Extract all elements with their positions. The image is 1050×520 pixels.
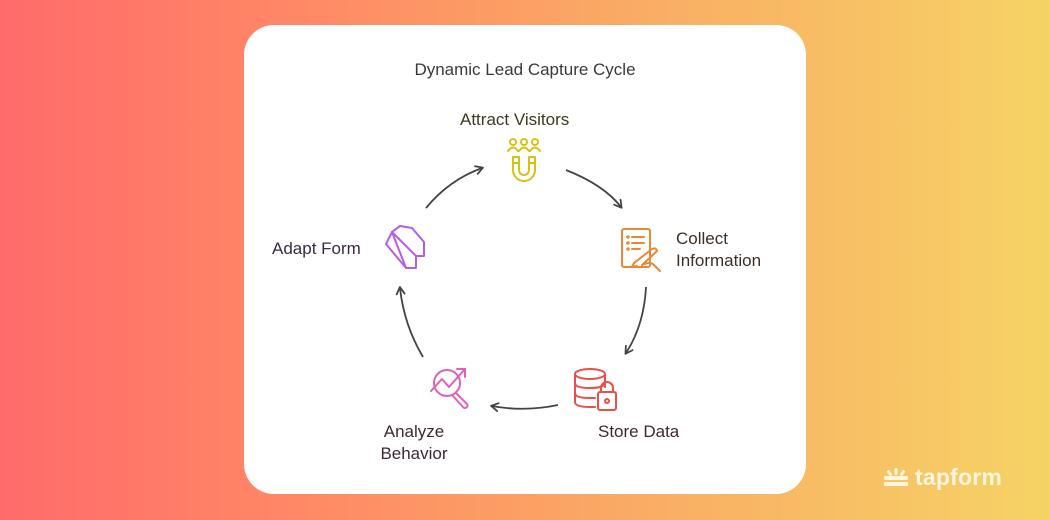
label-line-2: Information (676, 251, 762, 270)
step-analyze-behavior-label: Analyze Behavior (374, 421, 454, 465)
step-collect-information-label: Collect Information (676, 228, 761, 272)
database-lock-icon (573, 367, 621, 418)
tapform-logo-icon (884, 467, 908, 486)
arrow-attract-to-collect (565, 169, 623, 209)
form-pen-icon (620, 227, 666, 278)
cycle-arrows (395, 165, 647, 412)
label-line-1: Analyze (383, 422, 445, 441)
arrow-analyze-to-adapt (395, 286, 424, 358)
step-attract-visitors-label: Attract Visitors (460, 110, 570, 129)
label-line-2: Behavior (380, 444, 448, 463)
diagram-title: Dynamic Lead Capture Cycle (414, 60, 636, 79)
arrow-collect-to-store (624, 286, 647, 355)
chart-search-icon (429, 365, 473, 414)
step-adapt-form-label: Adapt Form (272, 239, 361, 258)
brand-name: tapform (915, 464, 1003, 490)
adapt-shape-icon (382, 224, 430, 275)
label-line-1: Collect (676, 229, 728, 248)
tapform-brand: tapform (884, 464, 1002, 491)
arrow-store-to-analyze (490, 402, 559, 412)
arrow-adapt-to-attract (425, 165, 484, 209)
diagram-card: Dynamic Lead Capture Cycle Attract Visit… (244, 25, 806, 494)
step-store-data-label: Store Data (598, 422, 680, 441)
magnet-people-icon (506, 137, 542, 190)
